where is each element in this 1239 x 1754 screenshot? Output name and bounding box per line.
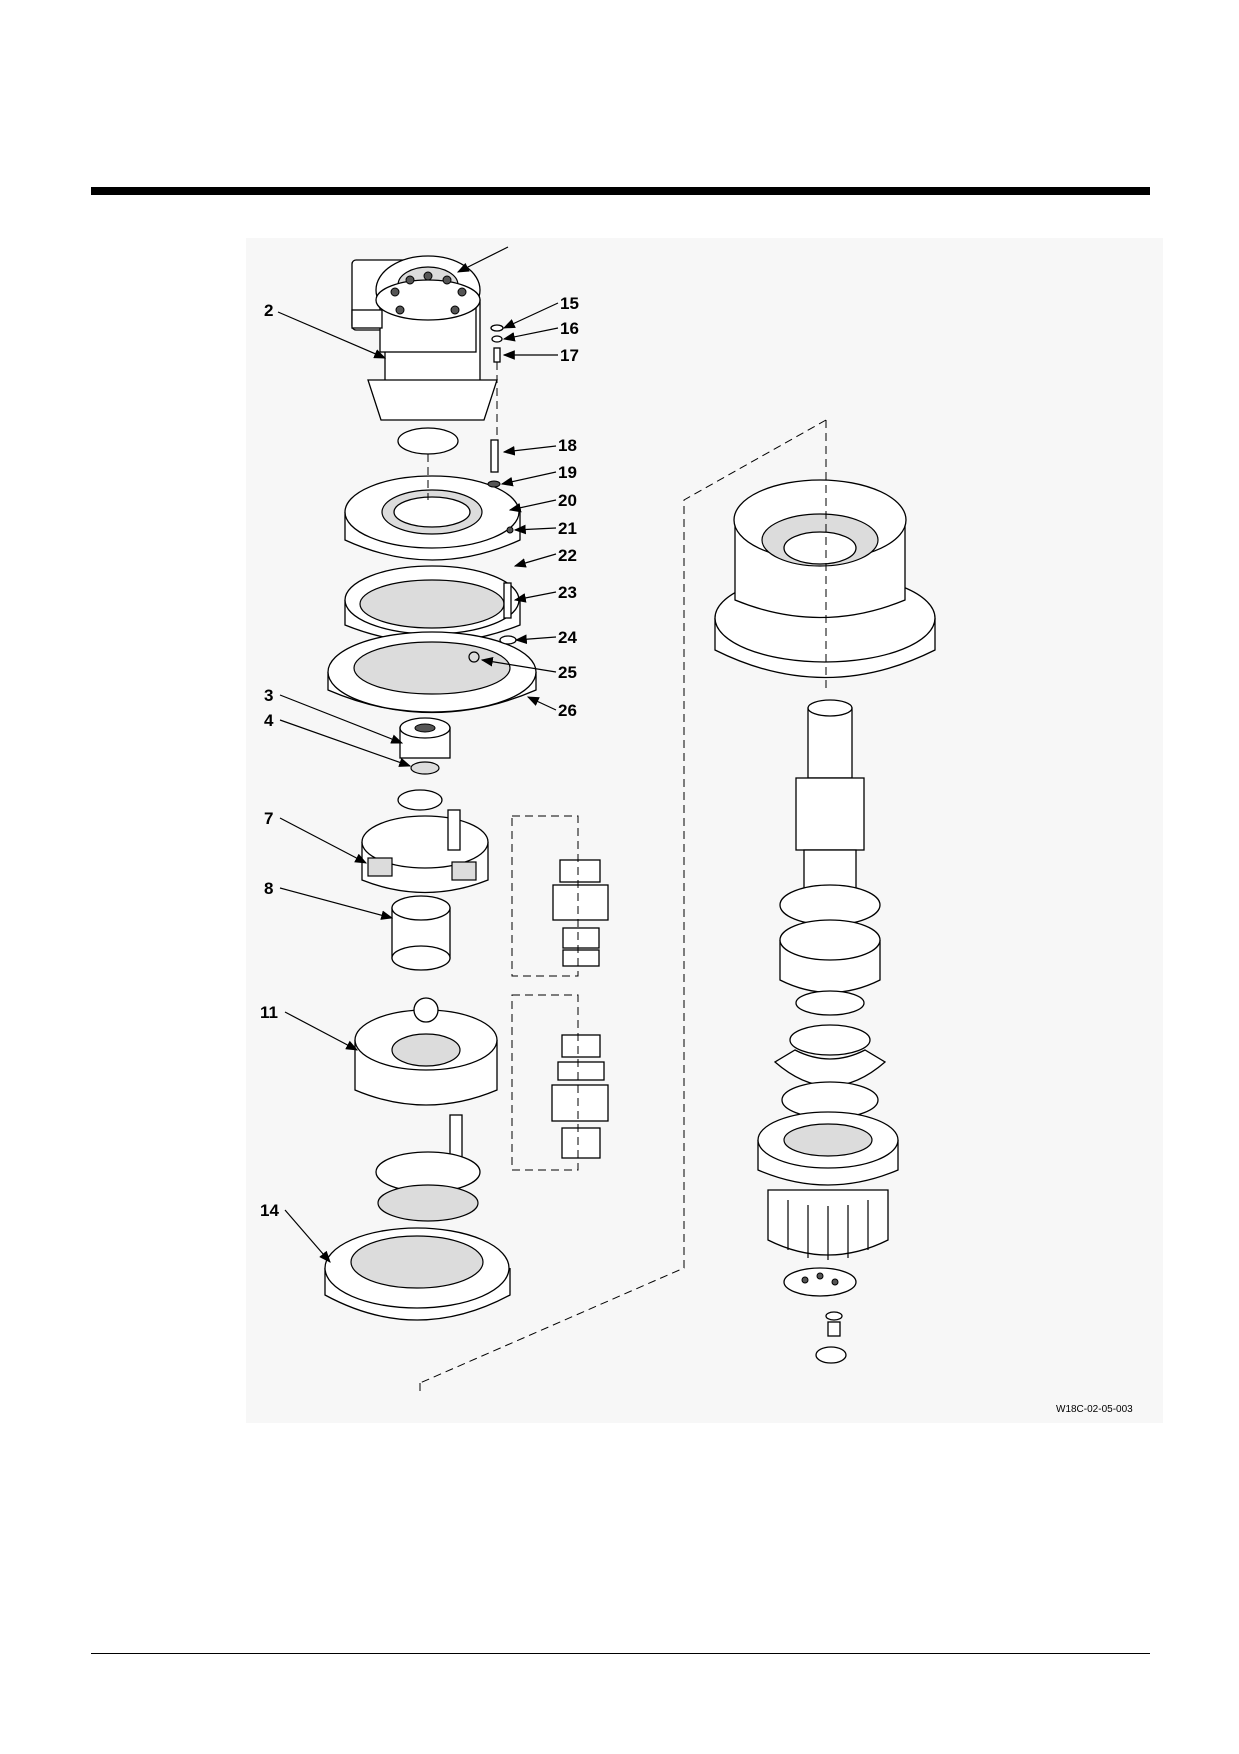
callout-22: 22	[558, 546, 577, 565]
ring-gear	[344, 565, 521, 644]
shaft-bearings	[779, 884, 881, 1016]
callout-17: 17	[560, 346, 579, 365]
bearing	[377, 1184, 479, 1222]
callout-7: 7	[264, 809, 273, 828]
assembly-lines	[419, 362, 827, 1395]
figure-reference: W18C-02-05-003	[1056, 1404, 1133, 1415]
o-ring	[397, 427, 459, 455]
pinion-gear	[757, 1111, 899, 1260]
leader-lines	[277, 246, 559, 1263]
output-housing	[714, 479, 936, 679]
callout-14: 14	[260, 1201, 279, 1220]
seal-and-collar	[773, 1024, 887, 1119]
callout-18: 18	[558, 436, 577, 455]
planet-gear-first	[391, 895, 451, 971]
planet-cluster-second	[511, 994, 609, 1171]
retainer-plate	[783, 1267, 857, 1364]
callout-21: 21	[558, 519, 577, 538]
callout-11: 11	[260, 1003, 278, 1022]
callout-23: 23	[558, 583, 577, 602]
ring-gear-lower	[324, 1227, 511, 1321]
callout-2: 2	[264, 301, 273, 320]
carrier-first	[361, 809, 489, 894]
callout-20: 20	[558, 491, 577, 510]
carrier-second	[354, 997, 498, 1161]
callout-25: 25	[558, 663, 577, 682]
callout-15: 15	[560, 294, 579, 313]
header-rule	[91, 187, 1150, 195]
callout-4: 4	[264, 711, 274, 730]
housing	[344, 475, 521, 561]
callout-8: 8	[264, 879, 273, 898]
callout-24: 24	[558, 628, 577, 647]
callout-3: 3	[264, 686, 273, 705]
callout-26: 26	[558, 701, 577, 720]
footer-rule	[91, 1653, 1150, 1654]
callout-19: 19	[558, 463, 577, 482]
snap-ring	[397, 789, 443, 811]
planet-cluster-first	[511, 815, 609, 977]
sun-gear	[399, 717, 451, 775]
swing-motor	[351, 255, 498, 421]
output-shaft	[795, 699, 865, 909]
callout-16: 16	[560, 319, 579, 338]
